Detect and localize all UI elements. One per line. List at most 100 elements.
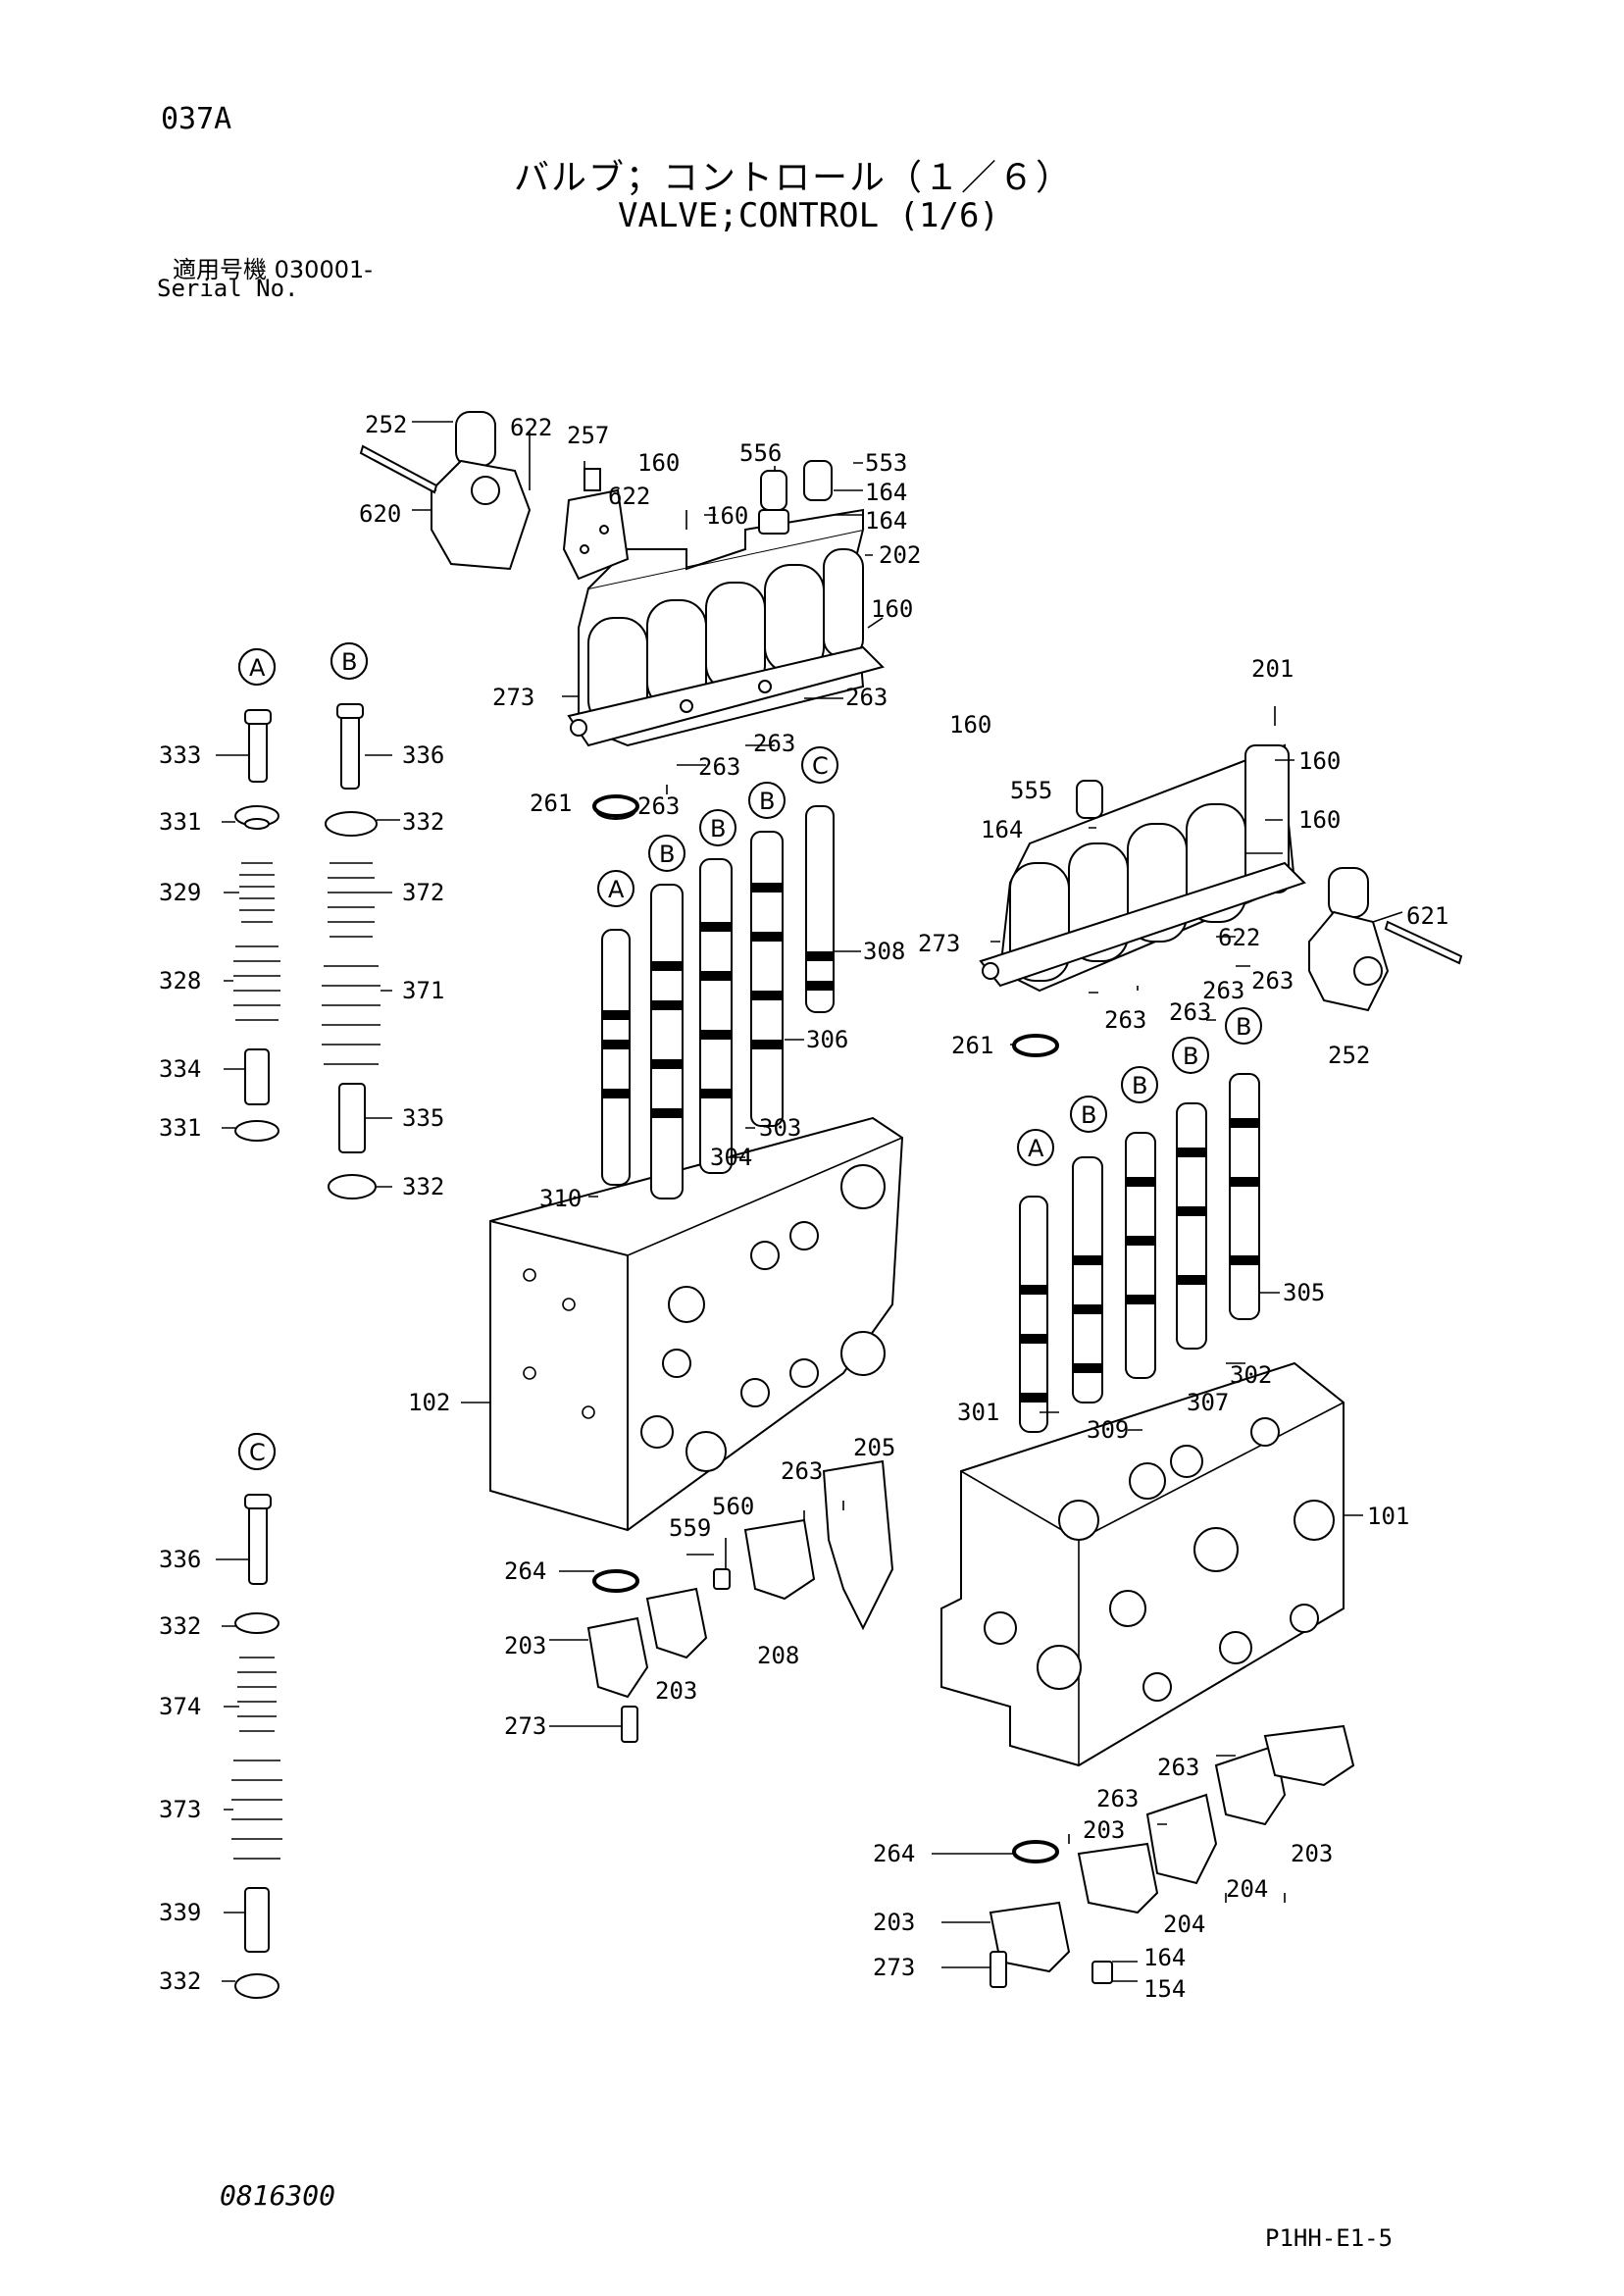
valve-body-101 [940, 1361, 1345, 1767]
callout-201: 201 [1251, 655, 1294, 683]
callout-160-d: 160 [949, 711, 991, 739]
callout-164-c: 164 [981, 816, 1023, 843]
callout-252: 252 [365, 411, 407, 438]
solenoid-257 [562, 468, 630, 581]
callout-273-d: 273 [873, 1954, 915, 1981]
callout-264: 264 [504, 1557, 546, 1585]
callout-328: 328 [159, 967, 201, 995]
callout-257: 257 [567, 422, 609, 449]
callout-263-g: 263 [1104, 1006, 1146, 1034]
callout-332-b: 332 [402, 1173, 444, 1200]
callout-160-c: 160 [871, 595, 913, 623]
solenoid-252-upper [359, 411, 532, 571]
callout-621: 621 [1406, 902, 1448, 930]
callout-252-b: 252 [1328, 1042, 1370, 1069]
callout-331-b: 331 [159, 1114, 201, 1142]
serial-label-jp: 適用号機 [173, 256, 267, 283]
serial-applicability: 適用号機 030001- [173, 250, 373, 284]
callout-261: 261 [530, 790, 572, 817]
ref-A-left: A [249, 654, 266, 682]
page-code: 037A [161, 102, 232, 136]
callout-203-c: 203 [1083, 1816, 1125, 1844]
part-callouts: 252 622 257 620 622 160 160 556 553 164 … [159, 411, 1448, 2003]
callout-160-e: 160 [1298, 747, 1341, 775]
cover-202-assembly [567, 508, 885, 747]
callout-555: 555 [1010, 777, 1052, 804]
callout-306: 306 [806, 1026, 848, 1053]
callout-205: 205 [853, 1434, 895, 1461]
callout-263: 263 [845, 684, 888, 711]
callout-620: 620 [359, 500, 401, 528]
callout-622-b: 622 [608, 483, 650, 510]
ref-B-spool-2: B [710, 815, 726, 842]
callout-373: 373 [159, 1796, 201, 1823]
solenoid-252-lower [1308, 867, 1463, 1012]
callout-301: 301 [957, 1399, 999, 1426]
ref-circles: A B C A B B B C A B B B B [238, 642, 1251, 1470]
flanges-bottom-left [586, 1459, 894, 1743]
callout-164-b: 164 [865, 507, 907, 535]
callout-553: 553 [865, 449, 907, 477]
callout-208: 208 [757, 1642, 799, 1669]
callout-560: 560 [712, 1493, 754, 1520]
callout-160-b: 160 [706, 502, 748, 530]
callout-203-d: 203 [1291, 1840, 1333, 1867]
callout-273: 273 [492, 684, 534, 711]
ref-B-right-2: B [1132, 1072, 1147, 1099]
callout-622: 622 [510, 414, 552, 441]
callout-264-b: 264 [873, 1840, 915, 1867]
callout-559: 559 [669, 1514, 711, 1542]
callout-329: 329 [159, 879, 201, 906]
serial-label-en: Serial No. [157, 275, 299, 302]
leader-lines [216, 421, 1403, 1982]
callout-263-k: 263 [1096, 1785, 1139, 1812]
ref-B-left: B [341, 648, 357, 676]
callout-622-c: 622 [1218, 924, 1260, 951]
ref-B-right-1: B [1081, 1101, 1096, 1129]
callout-339: 339 [159, 1899, 201, 1926]
callout-332-d: 332 [159, 1967, 201, 1995]
callout-334: 334 [159, 1055, 201, 1083]
callout-101: 101 [1367, 1503, 1409, 1530]
callout-332-c: 332 [159, 1612, 201, 1640]
callout-204: 204 [1226, 1875, 1268, 1903]
callout-263-d: 263 [637, 792, 680, 820]
serial-value: 030001- [274, 256, 373, 283]
callout-204-b: 204 [1163, 1911, 1205, 1938]
callout-160: 160 [637, 449, 680, 477]
spool-end-parts-A [233, 648, 280, 1142]
callout-307: 307 [1187, 1389, 1229, 1416]
callout-336-b: 336 [159, 1546, 201, 1573]
callout-102: 102 [408, 1389, 450, 1416]
plugs-553-556 [758, 460, 833, 535]
o-rings [592, 794, 1059, 1863]
callout-164-d: 164 [1143, 1944, 1186, 1971]
callout-202: 202 [879, 541, 921, 569]
ref-B-spool-1: B [659, 841, 675, 868]
callout-308: 308 [863, 938, 905, 965]
ref-B-right-4: B [1236, 1013, 1251, 1041]
callout-273-c: 273 [504, 1712, 546, 1740]
sheet-reference: P1HH-E1-5 [1265, 2224, 1394, 2252]
callout-164: 164 [865, 479, 907, 506]
callout-203-e: 203 [873, 1909, 915, 1936]
callout-333: 333 [159, 741, 201, 769]
callout-154: 154 [1143, 1975, 1186, 2003]
flanges-bottom-right [989, 1724, 1355, 1988]
callout-203: 203 [504, 1632, 546, 1659]
callout-263-j: 263 [1157, 1754, 1199, 1781]
callout-310: 310 [539, 1185, 582, 1212]
spools-right-group [1015, 1007, 1262, 1433]
callout-263-f: 263 [1251, 967, 1294, 995]
spool-end-parts-B [322, 642, 381, 1199]
ref-A-right: A [1028, 1135, 1044, 1162]
ref-C-spool: C [812, 752, 829, 780]
ref-B-right-3: B [1183, 1043, 1198, 1070]
ref-C-left: C [249, 1439, 266, 1466]
callout-331: 331 [159, 808, 201, 836]
callout-302: 302 [1230, 1361, 1272, 1389]
callout-335: 335 [402, 1104, 444, 1132]
document-number: 0816300 [220, 2179, 336, 2212]
callout-371: 371 [402, 977, 444, 1004]
callout-203-b: 203 [655, 1677, 697, 1705]
